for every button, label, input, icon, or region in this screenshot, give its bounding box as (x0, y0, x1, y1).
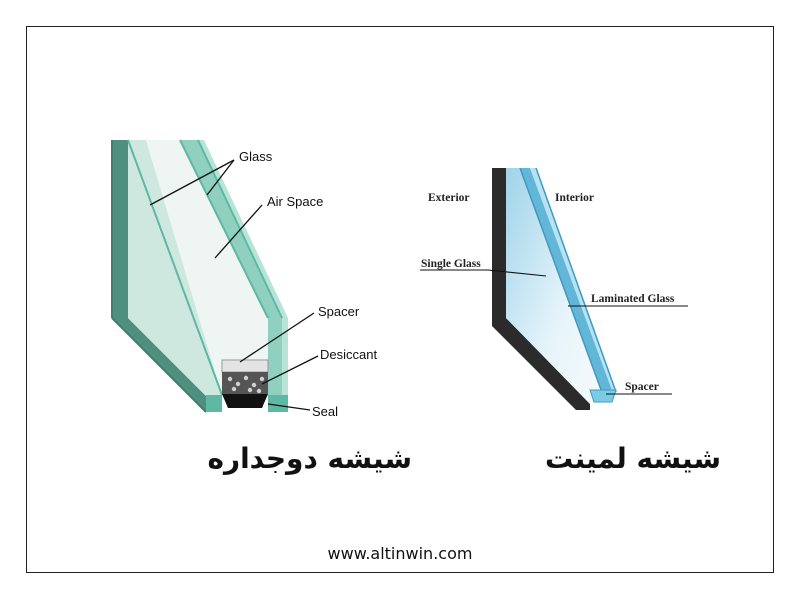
outer-glass-face (128, 140, 222, 412)
label-single-glass: Single Glass (421, 258, 481, 270)
label-spacer: Spacer (318, 304, 360, 319)
label-glass: Glass (239, 149, 273, 164)
label-laminated-glass: Laminated Glass (591, 293, 675, 305)
outer-glass-pane (112, 140, 222, 412)
website-url: www.altinwin.com (327, 544, 473, 563)
laminated-pane (520, 168, 612, 398)
label-exterior: Exterior (428, 192, 470, 204)
caption-laminated-glass: شیشه لمینت (545, 442, 721, 475)
diagram-frame (26, 26, 774, 573)
label-interior: Interior (555, 192, 594, 204)
single-glass-edge (492, 168, 590, 410)
air-space-region (146, 140, 268, 395)
double-glazing-illustration (111, 139, 319, 413)
seal-block (222, 394, 268, 408)
spacer-bar (221, 359, 269, 373)
caption-double-glazing: شیشه دوجداره (207, 442, 412, 475)
label-desiccant: Desiccant (320, 347, 378, 362)
label-seal: Seal (312, 404, 339, 419)
single-glass-face (506, 168, 600, 404)
label-air-space: Air Space (267, 194, 324, 209)
laminated-spacer (589, 389, 617, 403)
label-lam-spacer: Spacer (625, 381, 659, 393)
laminated-glass-illustration (420, 167, 688, 410)
